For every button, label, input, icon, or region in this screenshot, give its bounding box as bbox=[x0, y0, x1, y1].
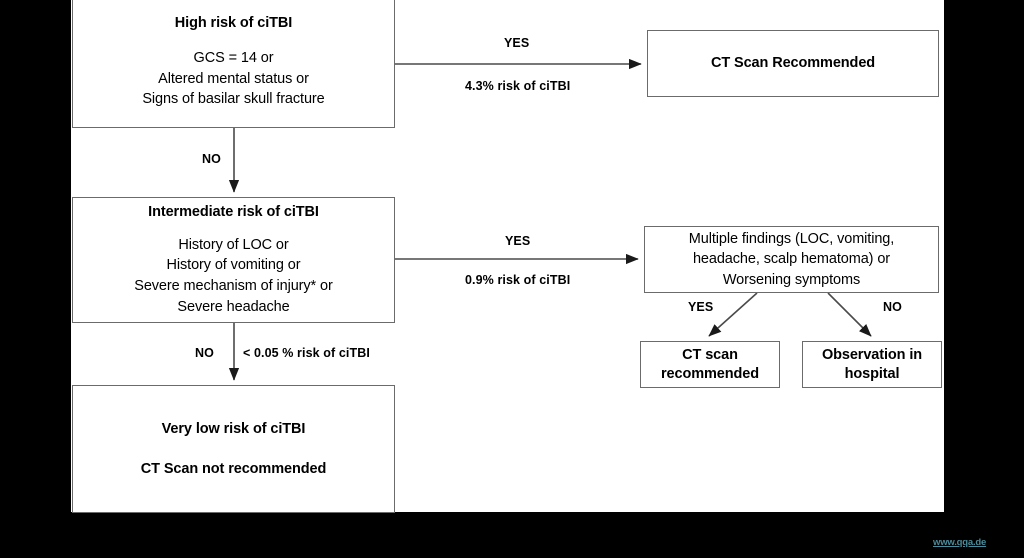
edge-label-risk-intermediate: 0.9% risk of ciTBI bbox=[465, 273, 571, 287]
node-intermediate-risk-title: Intermediate risk of ciTBI bbox=[148, 203, 319, 220]
edge-label-no-intermediate: NO bbox=[195, 346, 214, 360]
watermark-link[interactable]: www.qqa.de bbox=[933, 537, 987, 548]
node-observation-in-hospital[interactable]: Observation in hospital bbox=[802, 341, 942, 388]
node-high-risk[interactable]: High risk of ciTBI GCS = 14 or Altered m… bbox=[72, 0, 395, 128]
flowchart-canvas: High risk of ciTBI GCS = 14 or Altered m… bbox=[71, 0, 944, 513]
node-high-risk-criteria: GCS = 14 or Altered mental status or Sig… bbox=[142, 48, 324, 110]
node-ct-scan-small-line-2: recommended bbox=[660, 365, 759, 382]
criterion-headache: Severe headache bbox=[177, 298, 290, 315]
criterion-skull-fracture: Signs of basilar skull fracture bbox=[142, 91, 325, 108]
criterion-mental-status: Altered mental status or bbox=[158, 70, 309, 87]
node-intermediate-risk[interactable]: Intermediate risk of ciTBI History of LO… bbox=[72, 197, 395, 323]
criterion-mechanism: Severe mechanism of injury* or bbox=[134, 278, 333, 295]
criterion-vomiting: History of vomiting or bbox=[166, 257, 301, 274]
edge-label-risk-high: 4.3% risk of ciTBI bbox=[465, 79, 571, 93]
edge-label-risk-very-low: < 0.05 % risk of ciTBI bbox=[243, 346, 370, 360]
node-very-low-risk-title: Very low risk of ciTBI bbox=[161, 420, 306, 437]
node-ct-scan-recommended-title: CT Scan Recommended bbox=[710, 55, 876, 72]
edge-multi-no bbox=[827, 292, 872, 337]
finding-line-1: Multiple findings (LOC, vomiting, bbox=[688, 230, 895, 247]
edge-label-yes-multiple-findings: YES bbox=[688, 300, 714, 314]
node-ct-scan-recommended[interactable]: CT Scan Recommended bbox=[647, 30, 939, 97]
edge-label-no-multiple-findings: NO bbox=[883, 300, 902, 314]
edge-label-yes-high-risk: YES bbox=[504, 36, 530, 50]
node-multiple-findings[interactable]: Multiple findings (LOC, vomiting, headac… bbox=[644, 226, 939, 293]
node-very-low-risk-action: CT Scan not recommended bbox=[140, 461, 327, 477]
criterion-loc: History of LOC or bbox=[178, 236, 289, 253]
node-very-low-risk[interactable]: Very low risk of ciTBI CT Scan not recom… bbox=[72, 385, 395, 513]
node-intermediate-risk-criteria: History of LOC or History of vomiting or… bbox=[134, 235, 333, 317]
node-ct-scan-recommended-small[interactable]: CT scan recommended bbox=[640, 341, 780, 388]
criterion-gcs: GCS = 14 or bbox=[193, 50, 274, 67]
node-observation-line-2: hospital bbox=[844, 365, 900, 382]
finding-line-3: Worsening symptoms bbox=[722, 271, 861, 288]
edge-label-no-high-risk: NO bbox=[202, 152, 221, 166]
finding-line-2: headache, scalp hematoma) or bbox=[692, 251, 891, 268]
edge-multi-yes bbox=[708, 292, 758, 337]
edge-label-yes-intermediate: YES bbox=[505, 234, 531, 248]
node-multiple-findings-text: Multiple findings (LOC, vomiting, headac… bbox=[688, 229, 895, 291]
node-ct-scan-small-line-1: CT scan bbox=[682, 347, 738, 364]
node-observation-line-1: Observation in bbox=[821, 347, 923, 364]
node-high-risk-title: High risk of ciTBI bbox=[174, 15, 293, 32]
